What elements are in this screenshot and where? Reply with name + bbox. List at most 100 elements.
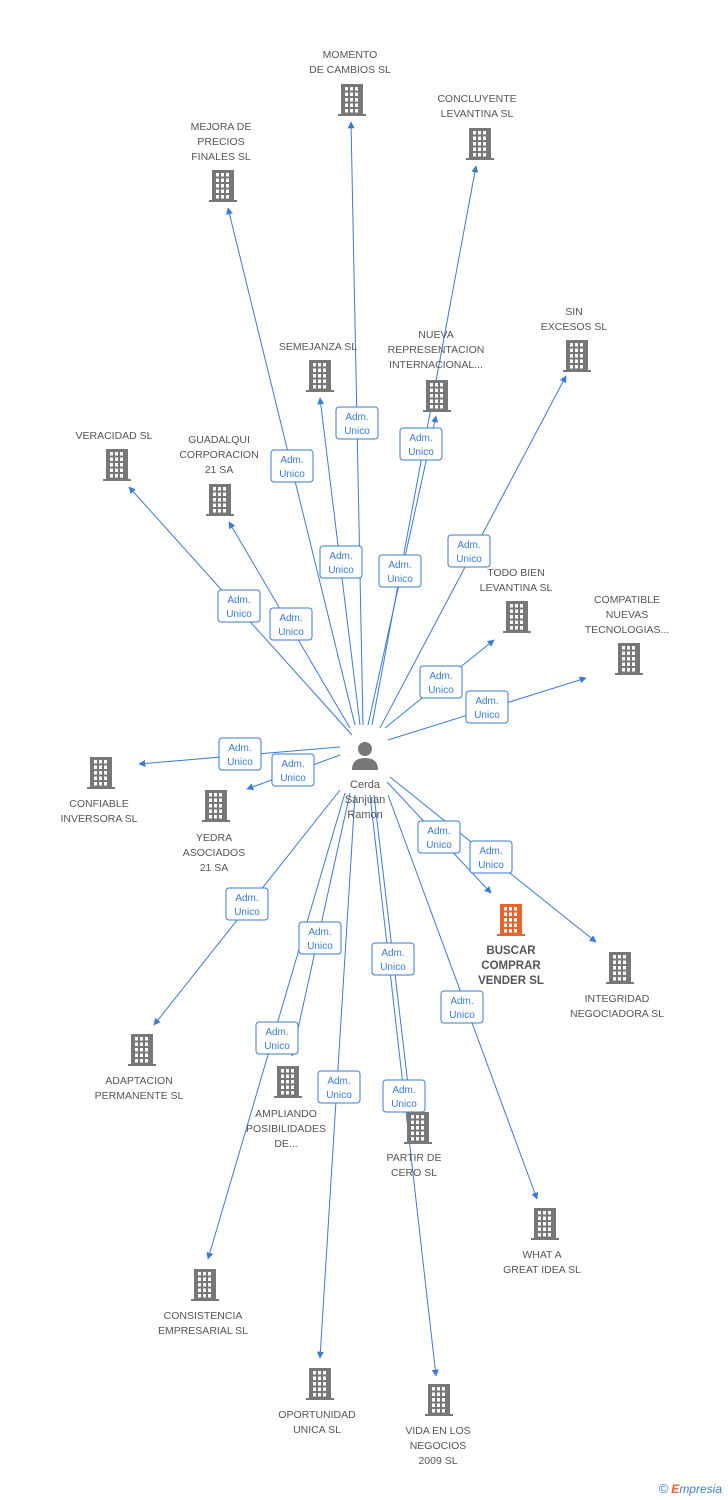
company-name-line: DE CAMBIOS SL xyxy=(309,64,391,76)
role-badge-mejora[interactable]: Adm.Unico xyxy=(270,449,314,483)
badge-role: Adm. xyxy=(409,433,432,444)
badge-role-type: Unico xyxy=(280,773,306,784)
badge-role-type: Unico xyxy=(387,574,413,585)
company-name-line: NUEVA xyxy=(418,329,453,341)
role-badge-veracidad[interactable]: Adm.Unico xyxy=(217,589,261,623)
building-icon xyxy=(306,360,334,392)
badge-role-type: Unico xyxy=(226,609,252,620)
company-name-line: TECNOLOGIAS... xyxy=(585,624,670,636)
person-name-line-2: Sanjuan xyxy=(345,794,385,806)
company-name-line: PARTIR DE xyxy=(386,1152,441,1164)
badge-role: Adm. xyxy=(429,671,452,682)
role-badge-buscar[interactable]: Adm.Unico xyxy=(417,820,461,854)
role-badge-partir[interactable]: Adm.Unico xyxy=(371,942,415,976)
role-badge-sin-excesos[interactable]: Adm.Unico xyxy=(447,534,491,568)
company-name-line: CERO SL xyxy=(391,1167,437,1179)
badge-role: Adm. xyxy=(392,1085,415,1096)
role-badge-adaptacion[interactable]: Adm.Unico xyxy=(225,887,269,921)
building-icon xyxy=(338,84,366,116)
role-badge-vida[interactable]: Adm.Unico xyxy=(382,1079,426,1113)
role-badge-integridad[interactable]: Adm.Unico xyxy=(469,840,513,874)
role-badge-ampliando[interactable]: Adm.Unico xyxy=(298,921,342,955)
badge-role-type: Unico xyxy=(279,469,305,480)
company-node-ampliando[interactable]: AMPLIANDOPOSIBILIDADESDE... xyxy=(246,1066,326,1150)
brand-name: mpresia xyxy=(679,1482,722,1496)
company-name-line: MEJORA DE xyxy=(191,121,252,133)
role-badge-yedra[interactable]: Adm. Unico xyxy=(271,753,315,787)
building-icon xyxy=(466,128,494,160)
badge-role: Adm. xyxy=(279,613,302,624)
badge-role: Adm. xyxy=(235,893,258,904)
company-node-integridad[interactable]: INTEGRIDAD NEGOCIADORA SL xyxy=(570,952,664,1020)
badge-role-type: Unico xyxy=(449,1010,475,1021)
company-name-line: CORPORACION xyxy=(179,449,258,461)
company-name-line: LEVANTINA SL xyxy=(441,108,514,120)
company-name-line: 21 SA xyxy=(205,464,234,476)
company-node-compatible[interactable]: COMPATIBLENUEVASTECNOLOGIAS... xyxy=(585,594,670,675)
role-badge-concluyente[interactable]: Adm.Unico xyxy=(378,554,422,588)
company-name-line: SIN xyxy=(565,306,583,318)
role-badge-nueva[interactable]: Adm.Unico xyxy=(399,427,443,461)
badge-role-type: Unico xyxy=(380,962,406,973)
company-name-line: FINALES SL xyxy=(191,151,251,163)
role-badge-what[interactable]: Adm.Unico xyxy=(440,990,484,1024)
role-badge-compatible[interactable]: Adm. Unico xyxy=(465,690,509,724)
badge-role-type: Unico xyxy=(426,840,452,851)
badge-role-type: Unico xyxy=(474,710,500,721)
company-name-line: 21 SA xyxy=(200,862,229,874)
company-node-veracidad[interactable]: VERACIDAD SL xyxy=(75,430,153,481)
company-name-line: VIDA EN LOS xyxy=(405,1425,470,1437)
badge-role: Adm. xyxy=(228,743,251,754)
role-badge-extra-0[interactable]: Adm.Unico xyxy=(319,545,363,579)
building-icon xyxy=(306,1368,334,1400)
badge-role: Adm. xyxy=(475,696,498,707)
company-name-line: COMPATIBLE xyxy=(594,594,660,606)
building-icon xyxy=(423,380,451,412)
role-badge-oportunidad[interactable]: Adm.Unico xyxy=(317,1070,361,1104)
person-icon xyxy=(352,742,378,770)
company-name-line: DE... xyxy=(274,1138,297,1150)
badge-role: Adm. xyxy=(281,759,304,770)
company-name-line: PERMANENTE SL xyxy=(95,1090,184,1102)
company-name-line: CONFIABLE xyxy=(69,798,129,810)
role-badge-guadalqui[interactable]: Adm. Unico xyxy=(269,607,313,641)
company-node-sin-excesos[interactable]: SIN EXCESOS SL xyxy=(541,306,608,372)
building-icon xyxy=(404,1112,432,1144)
building-icon xyxy=(503,601,531,633)
badge-role: Adm. xyxy=(329,551,352,562)
company-node-confiable[interactable]: CONFIABLE INVERSORA SL xyxy=(60,757,138,825)
role-badge-semejanza[interactable]: Adm.Unico xyxy=(335,406,379,440)
role-badge-consistencia[interactable]: Adm.Unico xyxy=(255,1021,299,1055)
company-name-line: CONSISTENCIA xyxy=(164,1310,243,1322)
company-name-line: COMPRAR xyxy=(481,960,541,972)
company-name-line: INTEGRIDAD xyxy=(585,993,650,1005)
company-name-line: TODO BIEN xyxy=(487,567,545,579)
building-icon xyxy=(128,1034,156,1066)
company-name-line: NEGOCIADORA SL xyxy=(570,1008,664,1020)
company-node-partir[interactable]: PARTIR DE CERO SL xyxy=(386,1112,442,1179)
company-name-line: EXCESOS SL xyxy=(541,321,608,333)
company-name-line: INVERSORA SL xyxy=(60,813,137,825)
badge-role-type: Unico xyxy=(278,627,304,638)
company-node-semejanza[interactable]: SEMEJANZA SL xyxy=(279,341,357,392)
company-name-line: SEMEJANZA SL xyxy=(279,341,357,353)
person-node[interactable]: Cerda Sanjuan Ramon xyxy=(345,742,385,821)
role-badge-todo-bien[interactable]: Adm.Unico xyxy=(419,665,463,699)
building-icon xyxy=(497,904,525,936)
copyright-symbol: © xyxy=(658,1481,669,1496)
role-badge-confiable[interactable]: Adm.Unico xyxy=(218,737,262,771)
company-name-line: WHAT A xyxy=(522,1249,561,1261)
company-node-nueva[interactable]: NUEVAREPRESENTACIONINTERNACIONAL... xyxy=(388,329,485,412)
